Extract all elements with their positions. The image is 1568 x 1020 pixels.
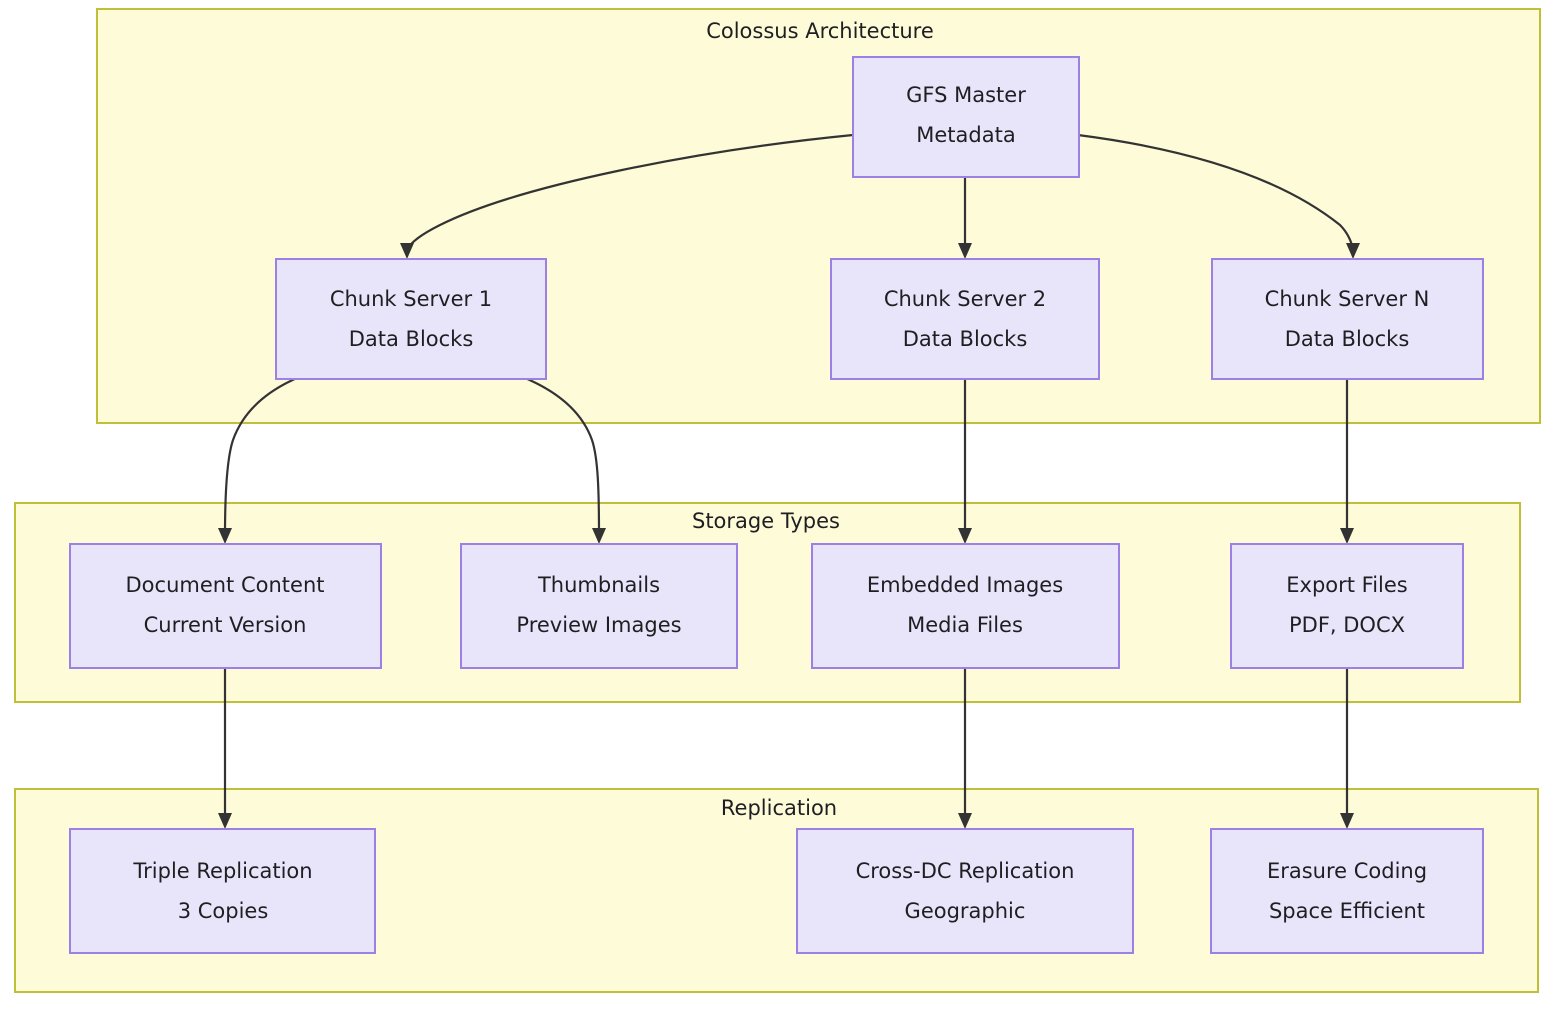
node-export-files-line1: Export Files (1286, 573, 1408, 597)
node-thumbnails-line2: Preview Images (516, 613, 681, 637)
edge-embedded-images-to-cross-dc-replication (958, 668, 972, 829)
node-chunk-server-n[interactable]: Chunk Server N Data Blocks (1211, 258, 1484, 380)
node-triple-replication-rect[interactable] (69, 828, 376, 954)
node-chunk-server-1-line2: Data Blocks (349, 327, 474, 351)
edge-chunk-server-1-to-thumbnails (524, 376, 606, 544)
node-chunk-server-1-line1: Chunk Server 1 (330, 287, 492, 311)
node-chunk-server-n-line2: Data Blocks (1285, 327, 1410, 351)
node-gfs-master-line2: Metadata (916, 123, 1015, 147)
node-embedded-images-line1: Embedded Images (867, 573, 1063, 597)
node-chunk-server-n-rect[interactable] (1211, 258, 1484, 380)
node-embedded-images-line2: Media Files (907, 613, 1023, 637)
node-gfs-master-line1: GFS Master (906, 83, 1026, 107)
node-triple-replication-line2: 3 Copies (178, 899, 269, 923)
node-embedded-images[interactable]: Embedded Images Media Files (811, 543, 1120, 669)
node-erasure-coding[interactable]: Erasure Coding Space Efficient (1210, 828, 1484, 954)
edge-gfs-master-to-chunk-server-2 (958, 177, 972, 259)
edge-chunk-server-1-to-document-content (218, 376, 298, 544)
node-triple-replication-line1: Triple Replication (132, 859, 312, 883)
edge-gfs-master-to-chunk-server-n (1077, 133, 1360, 259)
node-gfs-master-rect[interactable] (852, 56, 1080, 178)
cluster-colossus-title: Colossus Architecture (706, 19, 934, 43)
node-export-files-rect[interactable] (1230, 543, 1464, 669)
node-cross-dc-replication-line2: Geographic (905, 899, 1026, 923)
cluster-replication-title: Replication (721, 796, 837, 820)
cluster-storage-types-title: Storage Types (692, 509, 840, 533)
node-export-files[interactable]: Export Files PDF, DOCX (1230, 543, 1464, 669)
node-export-files-line2: PDF, DOCX (1289, 613, 1405, 637)
node-chunk-server-2-line1: Chunk Server 2 (884, 287, 1046, 311)
node-thumbnails-rect[interactable] (460, 543, 738, 669)
edge-document-content-to-triple-replication (218, 668, 232, 829)
node-chunk-server-2[interactable]: Chunk Server 2 Data Blocks (830, 258, 1100, 380)
node-thumbnails[interactable]: Thumbnails Preview Images (460, 543, 738, 669)
node-chunk-server-n-line1: Chunk Server N (1265, 287, 1430, 311)
node-embedded-images-rect[interactable] (811, 543, 1120, 669)
node-chunk-server-2-rect[interactable] (830, 258, 1100, 380)
node-erasure-coding-line2: Space Efficient (1269, 899, 1425, 923)
edge-chunk-server-n-to-export-files (1340, 380, 1354, 544)
edges-layer (218, 133, 1360, 829)
node-cross-dc-replication-rect[interactable] (796, 828, 1134, 954)
node-erasure-coding-rect[interactable] (1210, 828, 1484, 954)
edge-gfs-master-to-chunk-server-1 (400, 133, 854, 259)
node-document-content-rect[interactable] (69, 543, 382, 669)
node-chunk-server-1[interactable]: Chunk Server 1 Data Blocks (275, 258, 547, 380)
edge-export-files-to-erasure-coding (1340, 668, 1354, 829)
edge-chunk-server-2-to-embedded-images (958, 380, 972, 544)
node-document-content[interactable]: Document Content Current Version (69, 543, 382, 669)
node-chunk-server-1-rect[interactable] (275, 258, 547, 380)
node-erasure-coding-line1: Erasure Coding (1267, 859, 1427, 883)
nodes-layer: GFS Master Metadata Chunk Server 1 Data … (69, 56, 1484, 954)
node-document-content-line2: Current Version (144, 613, 307, 637)
node-gfs-master[interactable]: GFS Master Metadata (852, 56, 1080, 178)
node-chunk-server-2-line2: Data Blocks (903, 327, 1028, 351)
node-document-content-line1: Document Content (126, 573, 325, 597)
node-cross-dc-replication-line1: Cross-DC Replication (856, 859, 1075, 883)
node-cross-dc-replication[interactable]: Cross-DC Replication Geographic (796, 828, 1134, 954)
node-triple-replication[interactable]: Triple Replication 3 Copies (69, 828, 376, 954)
node-thumbnails-line1: Thumbnails (537, 573, 660, 597)
